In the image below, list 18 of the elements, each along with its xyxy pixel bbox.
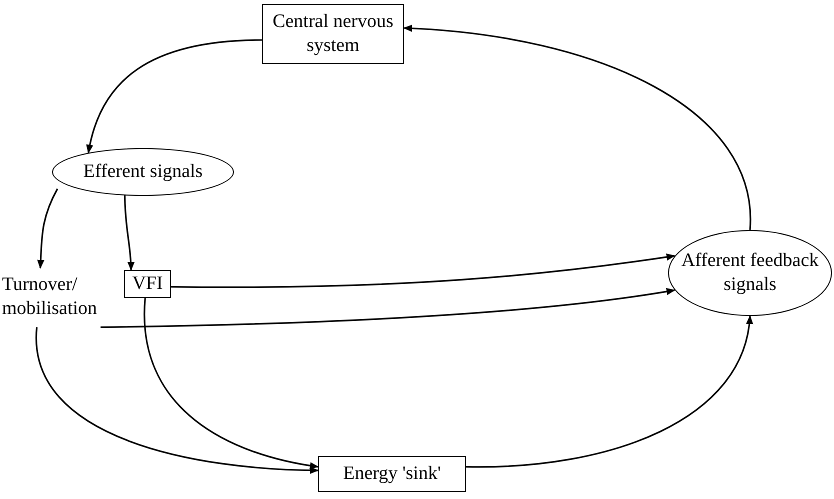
node-text: Turnover/ mobilisation — [2, 273, 98, 321]
node-text: Central nervous system — [272, 10, 394, 58]
node-text: Efferent signals — [82, 160, 204, 184]
process-box — [318, 456, 466, 492]
arrow — [171, 253, 676, 288]
node-text: Afferent feedback signals — [680, 249, 820, 297]
arrow — [124, 196, 134, 271]
process-box — [262, 4, 404, 64]
arrow — [100, 288, 676, 328]
node-text: Energy 'sink' — [342, 462, 442, 486]
arrow — [36, 327, 319, 474]
node-text: VFI — [131, 272, 164, 296]
process-box — [124, 270, 171, 298]
arrow — [144, 298, 319, 470]
arrow — [86, 39, 262, 154]
arrow — [403, 24, 751, 230]
arrow — [37, 188, 58, 269]
arrow — [466, 315, 752, 468]
